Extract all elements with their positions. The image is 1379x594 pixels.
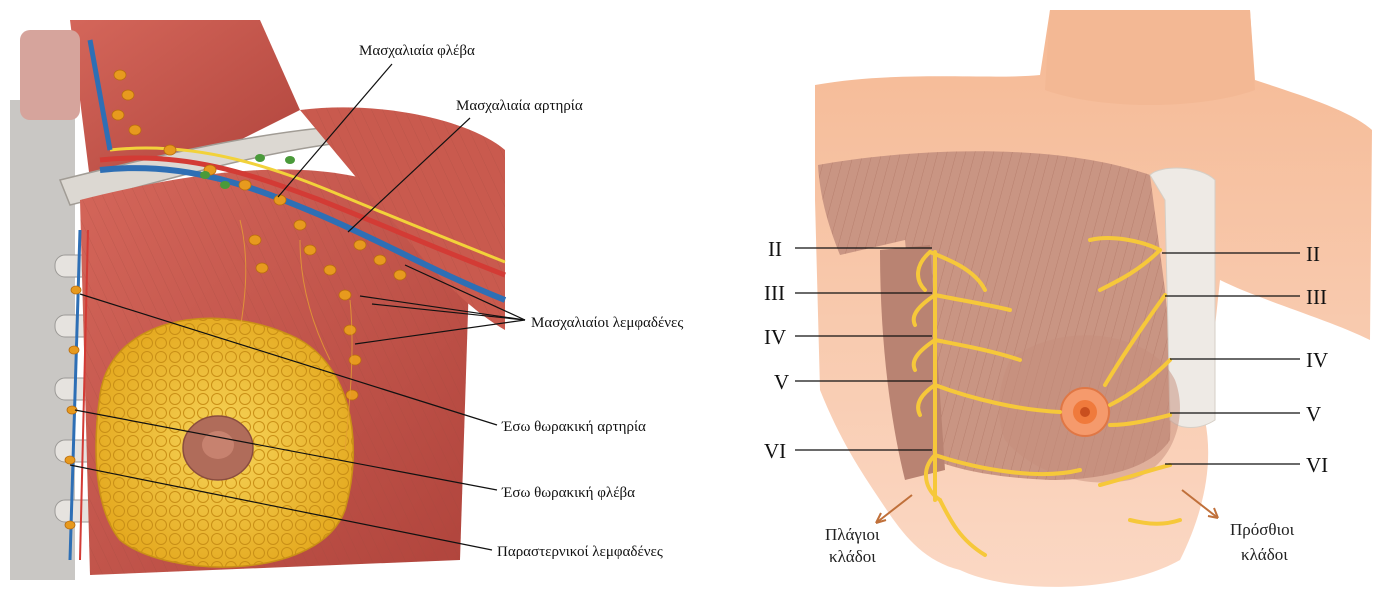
label-parasternal-nodes: Παραστερνικοί λεμφαδένες <box>497 544 663 560</box>
right-innervation-illustration <box>815 10 1372 587</box>
anterior-branches-line2: κλάδοι <box>1241 545 1288 564</box>
left-anatomy-illustration <box>10 20 505 585</box>
anterior-branches-line1: Πρόσθιοι <box>1230 520 1295 539</box>
lateral-branches-line2: κλάδοι <box>829 547 876 566</box>
rib-right-II: II <box>1306 242 1320 266</box>
rib-right-IV: IV <box>1306 348 1328 372</box>
label-internal-thoracic-artery: Έσω θωρακική αρτηρία <box>501 419 646 435</box>
label-internal-thoracic-vein: Έσω θωρακική φλέβα <box>501 485 635 501</box>
label-axillary-nodes: Μασχαλιαίοι λεμφαδένες <box>531 315 683 331</box>
rib-left-VI: VI <box>764 439 786 463</box>
label-axillary-vein: Μασχαλιαία φλέβα <box>359 43 475 59</box>
rib-right-III: III <box>1306 285 1327 309</box>
label-axillary-artery: Μασχαλιαία αρτηρία <box>456 98 583 114</box>
rib-left-IV: IV <box>764 325 786 349</box>
rib-right-V: V <box>1306 402 1321 426</box>
lateral-branches-line1: Πλάγιοι <box>825 525 880 544</box>
rib-right-VI: VI <box>1306 453 1328 477</box>
rib-left-V: V <box>774 370 789 394</box>
rib-left-II: II <box>768 237 782 261</box>
rib-left-III: III <box>764 281 785 305</box>
